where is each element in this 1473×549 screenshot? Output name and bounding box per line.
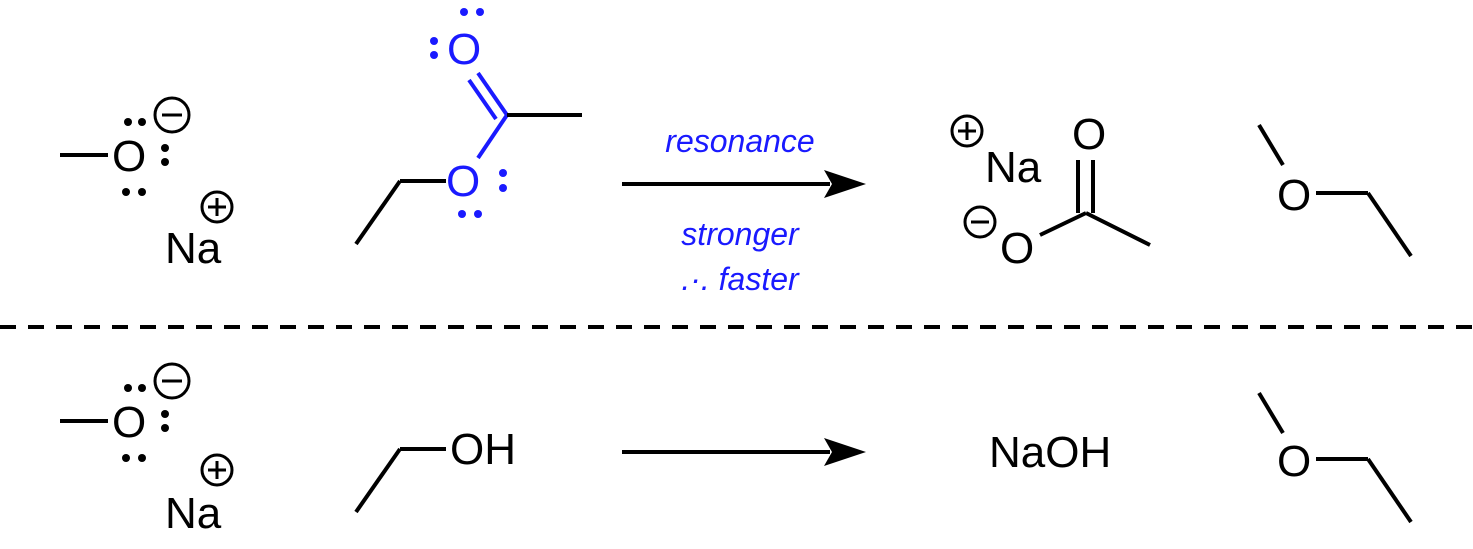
lone-pair-dot <box>161 424 169 432</box>
lone-pair-dot <box>138 454 146 462</box>
sodium-label: Na <box>165 224 222 273</box>
methyl-bond <box>1257 123 1285 167</box>
negative-charge-icon <box>153 96 191 134</box>
lone-pair-dot <box>122 188 130 196</box>
lone-pair-dot <box>458 210 466 218</box>
methoxide-oxygen: O <box>112 132 146 181</box>
bottom-sodium-methoxide: O Na <box>60 362 234 538</box>
ethyl-bond <box>354 447 402 514</box>
top-sodium-acetate: Na O O <box>950 110 1151 273</box>
c-o-bond <box>1039 211 1087 237</box>
o-carbonyl-bond <box>476 113 509 160</box>
arrow-head <box>824 438 866 466</box>
lone-pair-dot <box>138 118 146 126</box>
lone-pair-dot <box>476 8 484 16</box>
top-sodium-methoxide: O Na <box>60 96 234 273</box>
bottom-methyl-ethyl-ether: O <box>1257 391 1413 524</box>
ether-oxygen: O <box>1277 437 1311 486</box>
methoxide-oxygen: O <box>112 398 146 447</box>
methyl-bond <box>1257 391 1285 435</box>
lone-pair-dot <box>499 169 507 177</box>
ether-oxygen: O <box>1277 171 1311 220</box>
arrow-label-resonance: resonance <box>665 123 814 159</box>
lone-pair-dot <box>138 384 146 392</box>
lone-pair-dot <box>460 8 468 16</box>
bottom-reaction-arrow <box>622 438 866 466</box>
lone-pair-dot <box>124 118 132 126</box>
ethyl-bond <box>1366 191 1413 258</box>
positive-charge-icon <box>950 114 984 148</box>
lone-pair-dot <box>430 51 438 59</box>
arrow-head <box>824 170 866 198</box>
sodium-label: Na <box>165 489 222 538</box>
top-methyl-ethyl-ether: O <box>1257 123 1413 258</box>
ester-oxygen: O <box>446 157 480 206</box>
top-reaction-arrow: resonance stronger .·. faster <box>622 123 866 297</box>
carbonyl-oxygen: O <box>447 25 481 74</box>
lone-pair-dot <box>122 454 130 462</box>
negative-charge-icon <box>153 362 191 400</box>
negative-charge-icon <box>963 205 997 239</box>
hydroxyl-group: OH <box>450 425 516 474</box>
acetyl-methyl-bond <box>1085 211 1151 247</box>
positive-charge-icon <box>200 453 234 487</box>
arrow-label-stronger: stronger <box>681 216 800 252</box>
ethyl-bond <box>1366 457 1413 524</box>
acetate-carbonyl-oxygen: O <box>1072 110 1106 159</box>
top-ethyl-acetate: O O <box>354 8 582 246</box>
positive-charge-icon <box>200 190 234 224</box>
acetate-anion-oxygen: O <box>1000 224 1034 273</box>
lone-pair-dot <box>161 410 169 418</box>
carbonyl-double-bond-a <box>476 71 509 117</box>
lone-pair-dot <box>161 158 169 166</box>
lone-pair-dot <box>138 188 146 196</box>
lone-pair-dot <box>499 184 507 192</box>
sodium-label: Na <box>985 143 1042 192</box>
bottom-ethanol: OH <box>354 425 516 514</box>
carbonyl-double-bond-b <box>467 78 498 121</box>
lone-pair-dot <box>161 144 169 152</box>
arrow-label-faster: .·. faster <box>681 261 800 297</box>
sodium-hydroxide: NaOH <box>989 428 1111 477</box>
lone-pair-dot <box>430 37 438 45</box>
ethyl-bond <box>354 179 402 246</box>
lone-pair-dot <box>124 384 132 392</box>
lone-pair-dot <box>474 210 482 218</box>
